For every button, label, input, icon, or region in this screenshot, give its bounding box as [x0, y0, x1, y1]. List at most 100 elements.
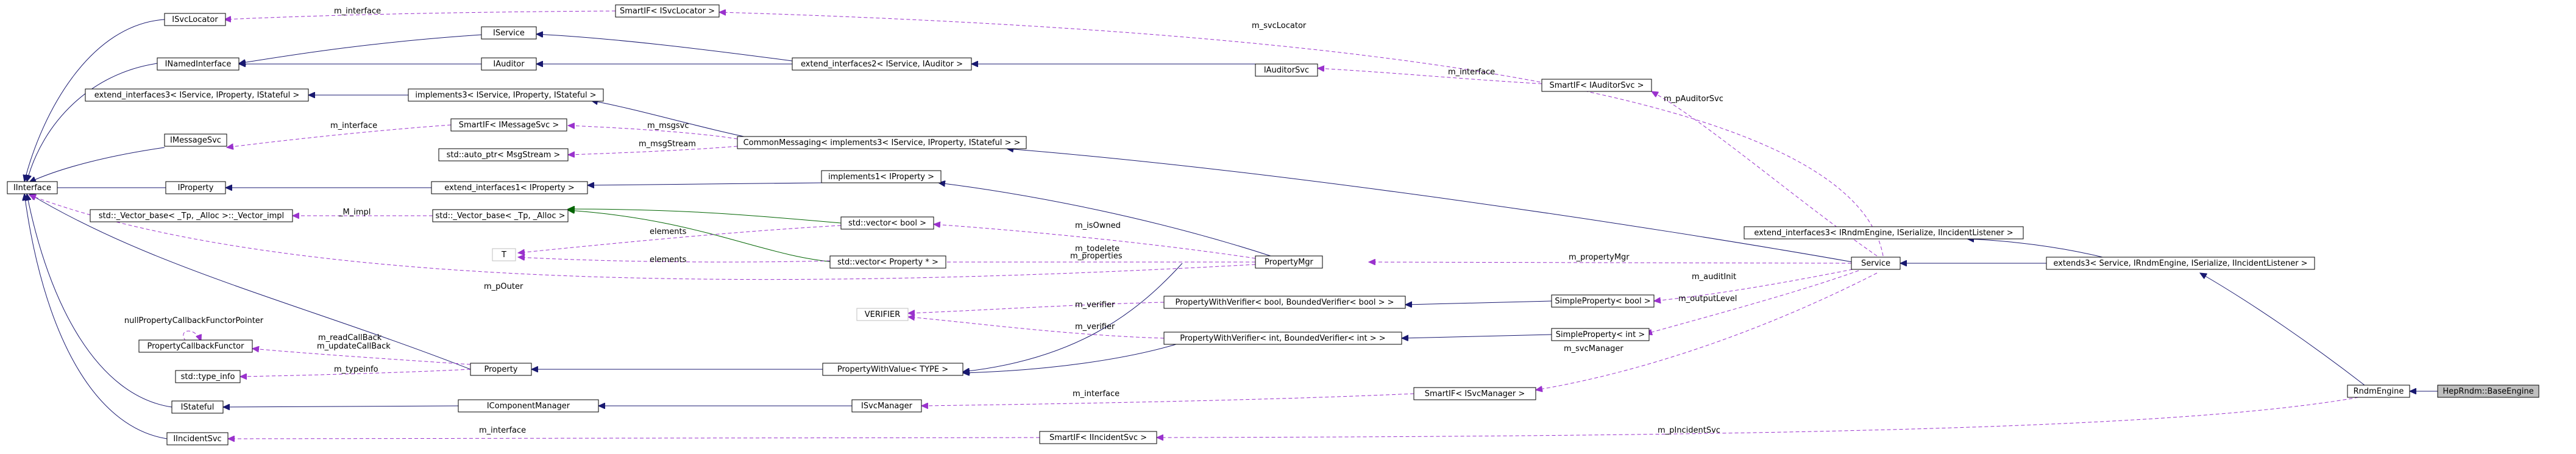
node-rndmengine[interactable]: RndmEngine	[2347, 385, 2410, 398]
node-pwv-int[interactable]: PropertyWithVerifier< int, BoundedVerifi…	[1163, 332, 1402, 345]
node-label: IIncidentSvc	[173, 434, 221, 444]
node-label: INamedInterface	[165, 60, 232, 69]
node-label: IProperty	[178, 183, 214, 193]
edge-label-m-verifier-int: m_verifier	[1075, 322, 1115, 332]
edges	[24, 11, 2438, 439]
edge-label-m-msgsvc: m_msgsvc	[647, 121, 689, 130]
node-inamedinterface[interactable]: INamedInterface	[157, 57, 240, 71]
node-label: ISvcLocator	[172, 15, 218, 24]
edge-label-m-interface-messagesvc: m_interface	[330, 121, 377, 130]
node-vector-bool[interactable]: std::vector< bool >	[840, 216, 934, 230]
node-type-info[interactable]: std::type_info	[175, 370, 241, 383]
edge-vectorbool-vectorbase	[568, 209, 842, 224]
node-label: SimpleProperty< int >	[1556, 330, 1645, 339]
node-extends3[interactable]: extends3< Service, IRndmEngine, ISeriali…	[2046, 257, 2315, 270]
node-smartif-imessagesvc[interactable]: SmartIF< IMessageSvc >	[450, 118, 567, 132]
node-nullpropertycallback: nullPropertyCallbackFunctorPointer	[124, 316, 264, 325]
edge-commonmessaging-smartif-msgsvc	[568, 126, 738, 140]
node-vector-base-impl[interactable]: std::_Vector_base< _Tp, _Alloc >::_Vecto…	[90, 209, 293, 222]
edge-label-m-readcallback: m_readCallBack	[318, 333, 382, 342]
node-label: SmartIF< IMessageSvc >	[459, 121, 559, 130]
node-iservice[interactable]: IService	[481, 26, 537, 40]
edge-label-m-interface-svclocator: m_interface	[334, 7, 381, 16]
edge-iincidentsvc-iinterface	[24, 194, 168, 439]
node-label: PropertyMgr	[1265, 258, 1313, 267]
node-pwv-bool[interactable]: PropertyWithVerifier< bool, BoundedVerif…	[1163, 296, 1406, 309]
node-simpleproperty-int[interactable]: SimpleProperty< int >	[1551, 328, 1650, 341]
node-property[interactable]: Property	[470, 363, 532, 376]
edge-rndmengine-extends3	[2200, 273, 2365, 386]
node-label: PropertyWithVerifier< int, BoundedVerifi…	[1180, 334, 1385, 343]
edge-extend2-iservice	[536, 34, 793, 62]
node-commonmessaging[interactable]: CommonMessaging< implements3< IService, …	[737, 136, 1027, 149]
node-label: extends3< Service, IRndmEngine, ISeriali…	[2053, 259, 2307, 268]
node-istateful[interactable]: IStateful	[171, 400, 224, 414]
node-propertycallbackfunctor[interactable]: PropertyCallbackFunctor	[138, 339, 253, 353]
node-vector-base[interactable]: std::_Vector_base< _Tp, _Alloc >	[432, 209, 569, 222]
edge-property-typeinfo	[240, 369, 471, 377]
node-t[interactable]: T	[492, 248, 516, 261]
node-extend-interfaces3-irndm[interactable]: extend_interfaces3< IRndmEngine, ISerial…	[1744, 226, 2024, 239]
edge-pwvbool-verifier	[908, 302, 1165, 313]
node-label: IMessageSvc	[170, 136, 221, 145]
node-implements3[interactable]: implements3< IService, IProperty, IState…	[408, 88, 604, 102]
edge-smartif-iincidentsvc	[228, 438, 1040, 439]
node-smartif-isvclocator[interactable]: SmartIF< ISvcLocator >	[615, 4, 720, 18]
edge-smartif-iauditorsvc	[1318, 68, 1549, 85]
node-label: SmartIF< ISvcLocator >	[620, 7, 715, 16]
edge-label-m-pauditorsvc: m_pAuditorSvc	[1664, 94, 1723, 104]
node-label: std::vector< Property * >	[837, 258, 939, 267]
node-implements1[interactable]: implements1< IProperty >	[821, 170, 942, 183]
node-propertymgr[interactable]: PropertyMgr	[1255, 255, 1323, 269]
node-propertywithvalue[interactable]: PropertyWithValue< TYPE >	[822, 363, 963, 376]
edge-label-m-interface-auditorsvc: m_interface	[1448, 68, 1495, 77]
node-auto-ptr[interactable]: std::auto_ptr< MsgStream >	[438, 148, 569, 161]
node-smartif-isvcmanager[interactable]: SmartIF< ISvcManager >	[1413, 387, 1536, 400]
edge-label-m-updatecallback: m_updateCallBack	[317, 342, 391, 351]
node-label: CommonMessaging< implements3< IService, …	[743, 138, 1021, 147]
node-label: std::_Vector_base< _Tp, _Alloc >	[435, 211, 565, 221]
edge-imessagesvc-iinterface	[29, 147, 165, 182]
node-iinterface[interactable]: IInterface	[7, 181, 58, 194]
node-baseengine[interactable]: HepRndm::BaseEngine	[2437, 385, 2539, 398]
node-extend-interfaces1[interactable]: extend_interfaces1< IProperty >	[431, 181, 588, 194]
edge-simpleint-pwvint	[1402, 334, 1552, 338]
edge-propertymgr-iinterface	[29, 195, 1256, 280]
edge-label-m-interface-incidentsvc: m_interface	[479, 426, 526, 435]
edge-service-simplebool	[1654, 268, 1859, 301]
node-smartif-iincidentsvc[interactable]: SmartIF< IIncidentSvc >	[1039, 431, 1157, 444]
node-vector-property[interactable]: std::vector< Property * >	[829, 255, 946, 269]
node-label: RndmEngine	[2354, 387, 2404, 396]
edge-nullcallback-self	[183, 330, 201, 341]
node-label: IStateful	[181, 403, 215, 412]
node-verifier[interactable]: VERIFIER	[856, 308, 909, 321]
node-imessagesvc[interactable]: IMessageSvc	[164, 133, 227, 147]
edge-label-m-impl: _M_impl	[338, 208, 371, 217]
edge-label-m-interface-svcmanager: m_interface	[1073, 389, 1119, 399]
edge-label-m-typeinfo: m_typeinfo	[334, 365, 378, 374]
node-label: std::vector< bool >	[848, 219, 926, 228]
node-label: SmartIF< IIncidentSvc >	[1049, 433, 1147, 442]
node-icomponentmanager[interactable]: IComponentManager	[458, 399, 599, 413]
node-iauditorsvc[interactable]: IAuditorSvc	[1255, 63, 1318, 77]
node-extend-interfaces3-iservice[interactable]: extend_interfaces3< IService, IProperty,…	[85, 88, 309, 102]
node-isvclocator[interactable]: ISvcLocator	[164, 13, 226, 26]
node-smartif-iauditorsvc[interactable]: SmartIF< IAuditorSvc >	[1541, 79, 1652, 92]
node-isvcmanager[interactable]: ISvcManager	[851, 399, 922, 413]
node-label: PropertyWithVerifier< bool, BoundedVerif…	[1175, 298, 1394, 307]
node-label: ISvcManager	[861, 402, 913, 411]
node-extend-interfaces2[interactable]: extend_interfaces2< IService, IAuditor >	[792, 57, 972, 71]
node-iauditor[interactable]: IAuditor	[481, 57, 537, 71]
edge-service-propertymgr	[1369, 262, 1852, 263]
node-iincidentsvc[interactable]: IIncidentSvc	[166, 432, 229, 445]
node-label: Service	[1861, 259, 1890, 268]
edge-service-smartif-svclocator	[719, 12, 1884, 257]
node-iproperty[interactable]: IProperty	[165, 181, 226, 194]
node-simpleproperty-bool[interactable]: SimpleProperty< bool >	[1551, 294, 1655, 308]
node-label: IAuditorSvc	[1264, 66, 1309, 75]
edge-pwvint-pwv	[963, 342, 1183, 373]
node-service[interactable]: Service	[1851, 257, 1901, 270]
edge-inamedinterface-iinterface	[27, 63, 158, 182]
edge-commonmessaging-implements3	[591, 101, 756, 140]
node-label: SmartIF< ISvcManager >	[1425, 389, 1525, 399]
